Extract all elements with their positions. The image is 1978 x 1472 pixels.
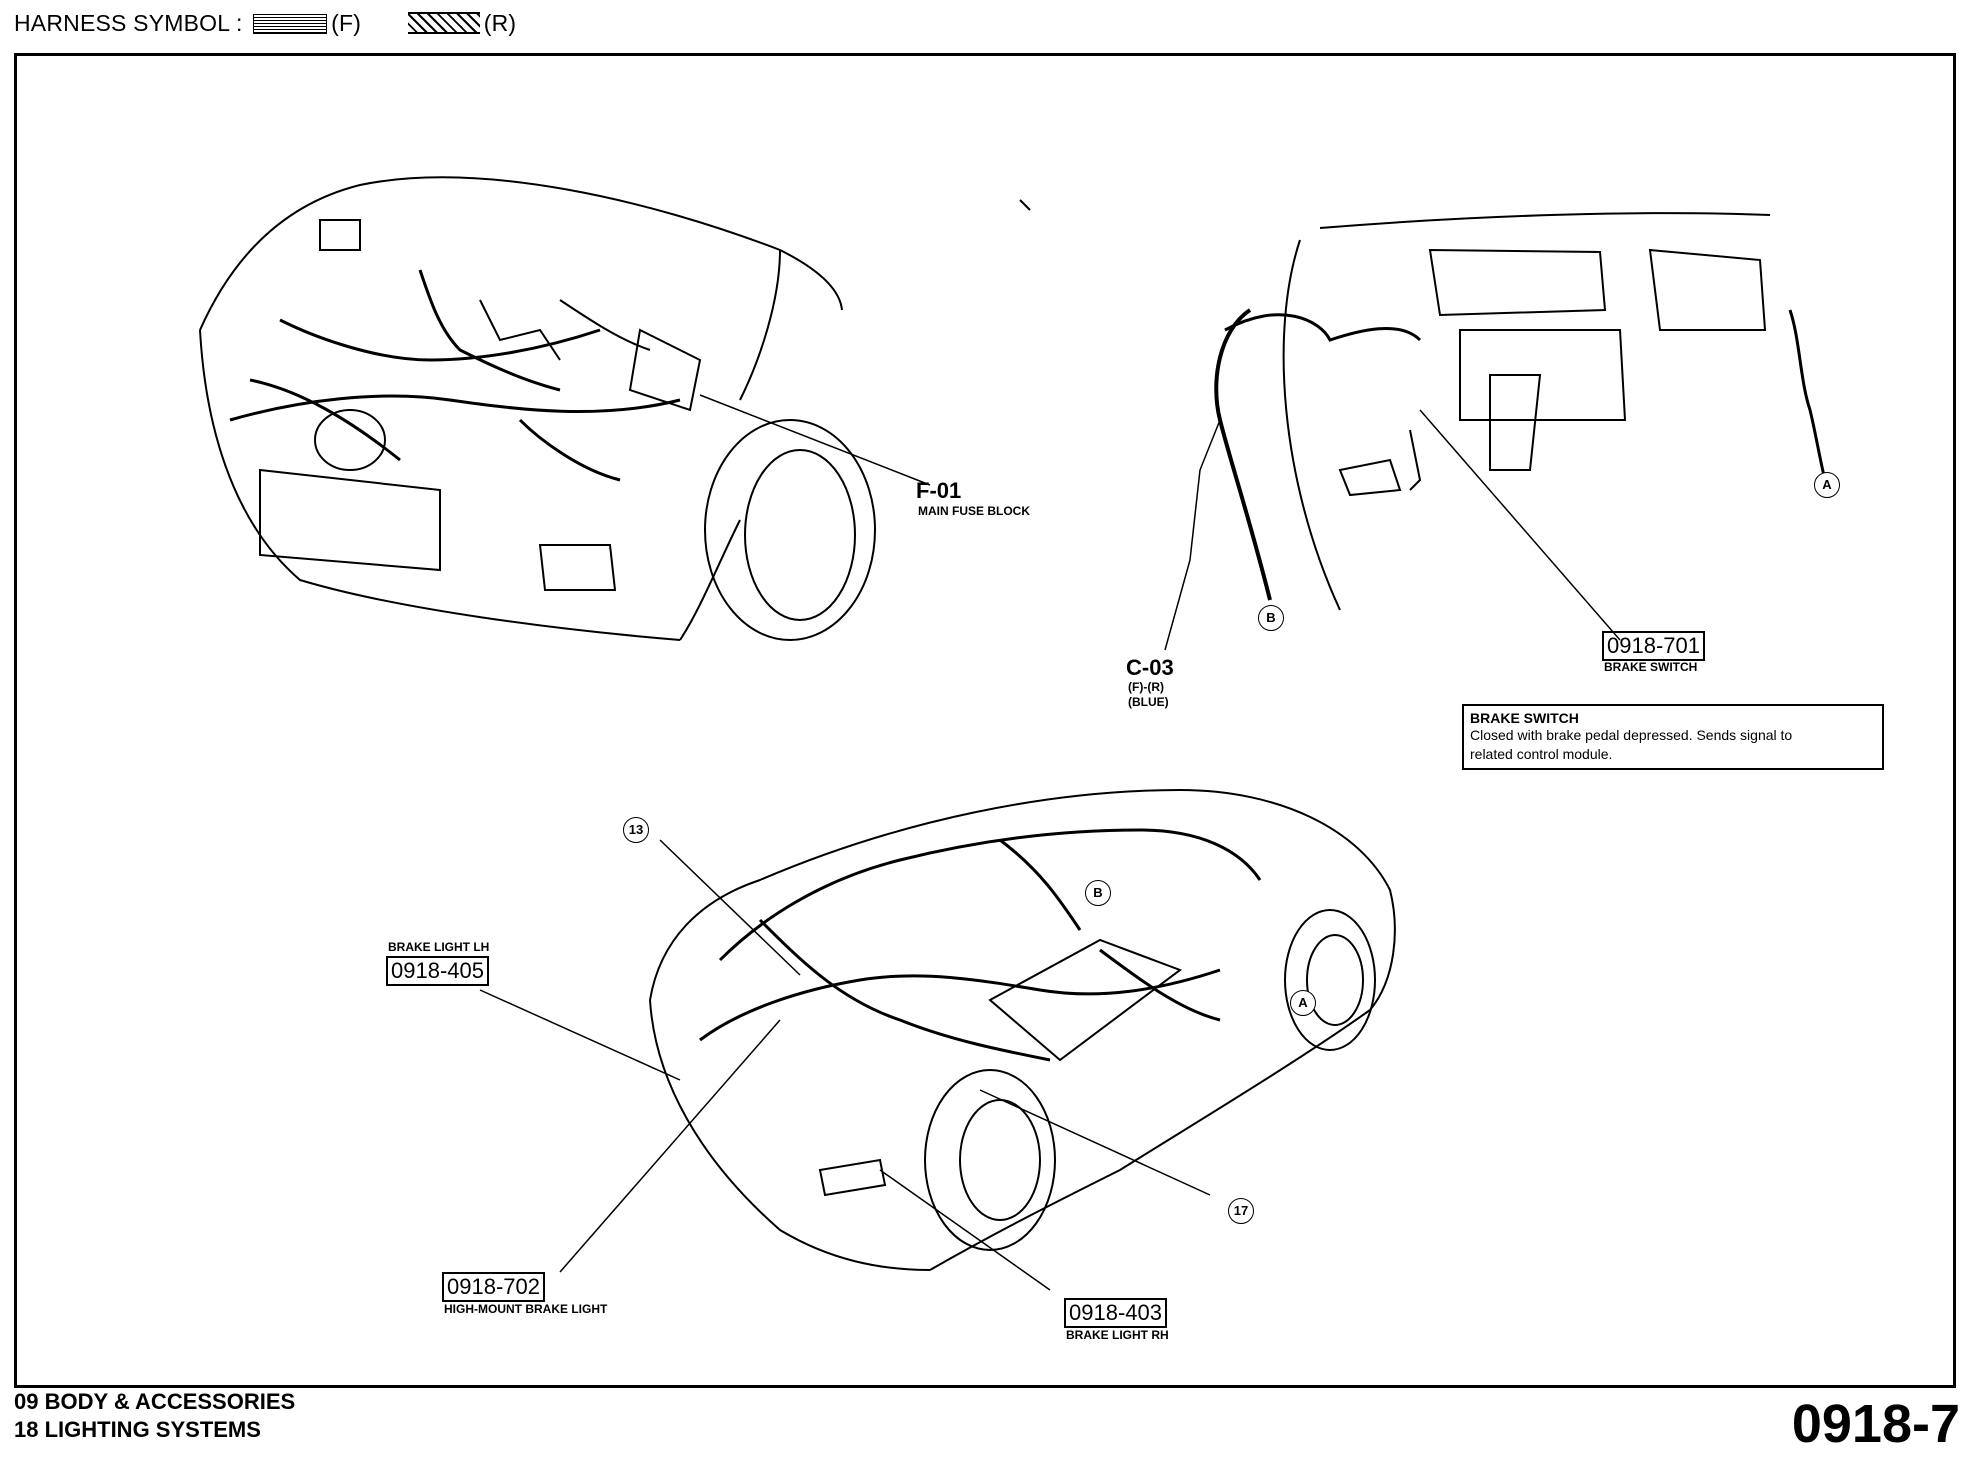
section-footer: 09 BODY & ACCESSORIES 18 LIGHTING SYSTEM… xyxy=(14,1388,295,1444)
f01-connector-code: F-01 xyxy=(916,478,962,503)
info-box-title: BRAKE SWITCH xyxy=(1470,710,1579,726)
footer-section-body: 09 BODY & ACCESSORIES xyxy=(14,1389,296,1414)
front-harness-symbol-icon xyxy=(253,14,328,34)
harness-symbol-legend: HARNESS SYMBOL : (F) (R) xyxy=(14,10,516,37)
brake-switch-code: 0918-701 xyxy=(1602,631,1705,661)
legend-label: HARNESS SYMBOL : xyxy=(14,10,243,36)
marker-a-dash: A xyxy=(1814,472,1840,498)
marker-b-rear: B xyxy=(1085,880,1111,906)
c03-connector-sides: (F)-(R) xyxy=(1128,680,1164,694)
engine-bay-illustration xyxy=(199,176,931,641)
marker-b-dash: B xyxy=(1258,605,1284,631)
legend-f: (F) xyxy=(331,10,362,36)
dash-pedal-illustration xyxy=(1019,199,1827,651)
brake-light-lh-name: BRAKE LIGHT LH xyxy=(388,940,490,954)
info-box-line2: related control module. xyxy=(1470,746,1613,762)
diagram-frame xyxy=(14,53,1956,1388)
info-box-line1: Closed with brake pedal depressed. Sends… xyxy=(1470,727,1793,743)
rear-car-illustration xyxy=(479,788,1396,1291)
brake-switch-name: BRAKE SWITCH xyxy=(1604,660,1698,674)
marker-a-rear: A xyxy=(1290,990,1316,1016)
legend-r: (R) xyxy=(483,10,517,36)
high-mount-brake-light-name: HIGH-MOUNT BRAKE LIGHT xyxy=(444,1302,608,1316)
page-number: 0918-7 xyxy=(1791,1394,1960,1454)
callout-17: 17 xyxy=(1228,1198,1254,1224)
f01-connector-name: MAIN FUSE BLOCK xyxy=(918,504,1030,518)
rear-harness-symbol-icon xyxy=(407,12,480,34)
brake-light-rh-name: BRAKE LIGHT RH xyxy=(1066,1328,1169,1342)
high-mount-brake-light-code: 0918-702 xyxy=(442,1272,545,1302)
c03-connector-color: (BLUE) xyxy=(1128,695,1169,709)
brake-light-lh-code: 0918-405 xyxy=(386,956,489,986)
brake-light-rh-code: 0918-403 xyxy=(1064,1298,1167,1328)
footer-section-lighting: 18 LIGHTING SYSTEMS xyxy=(14,1417,261,1442)
callout-13: 13 xyxy=(623,817,649,843)
brake-switch-info-box: BRAKE SWITCH Closed with brake pedal dep… xyxy=(1462,704,1884,770)
c03-connector-code: C-03 xyxy=(1126,655,1174,680)
